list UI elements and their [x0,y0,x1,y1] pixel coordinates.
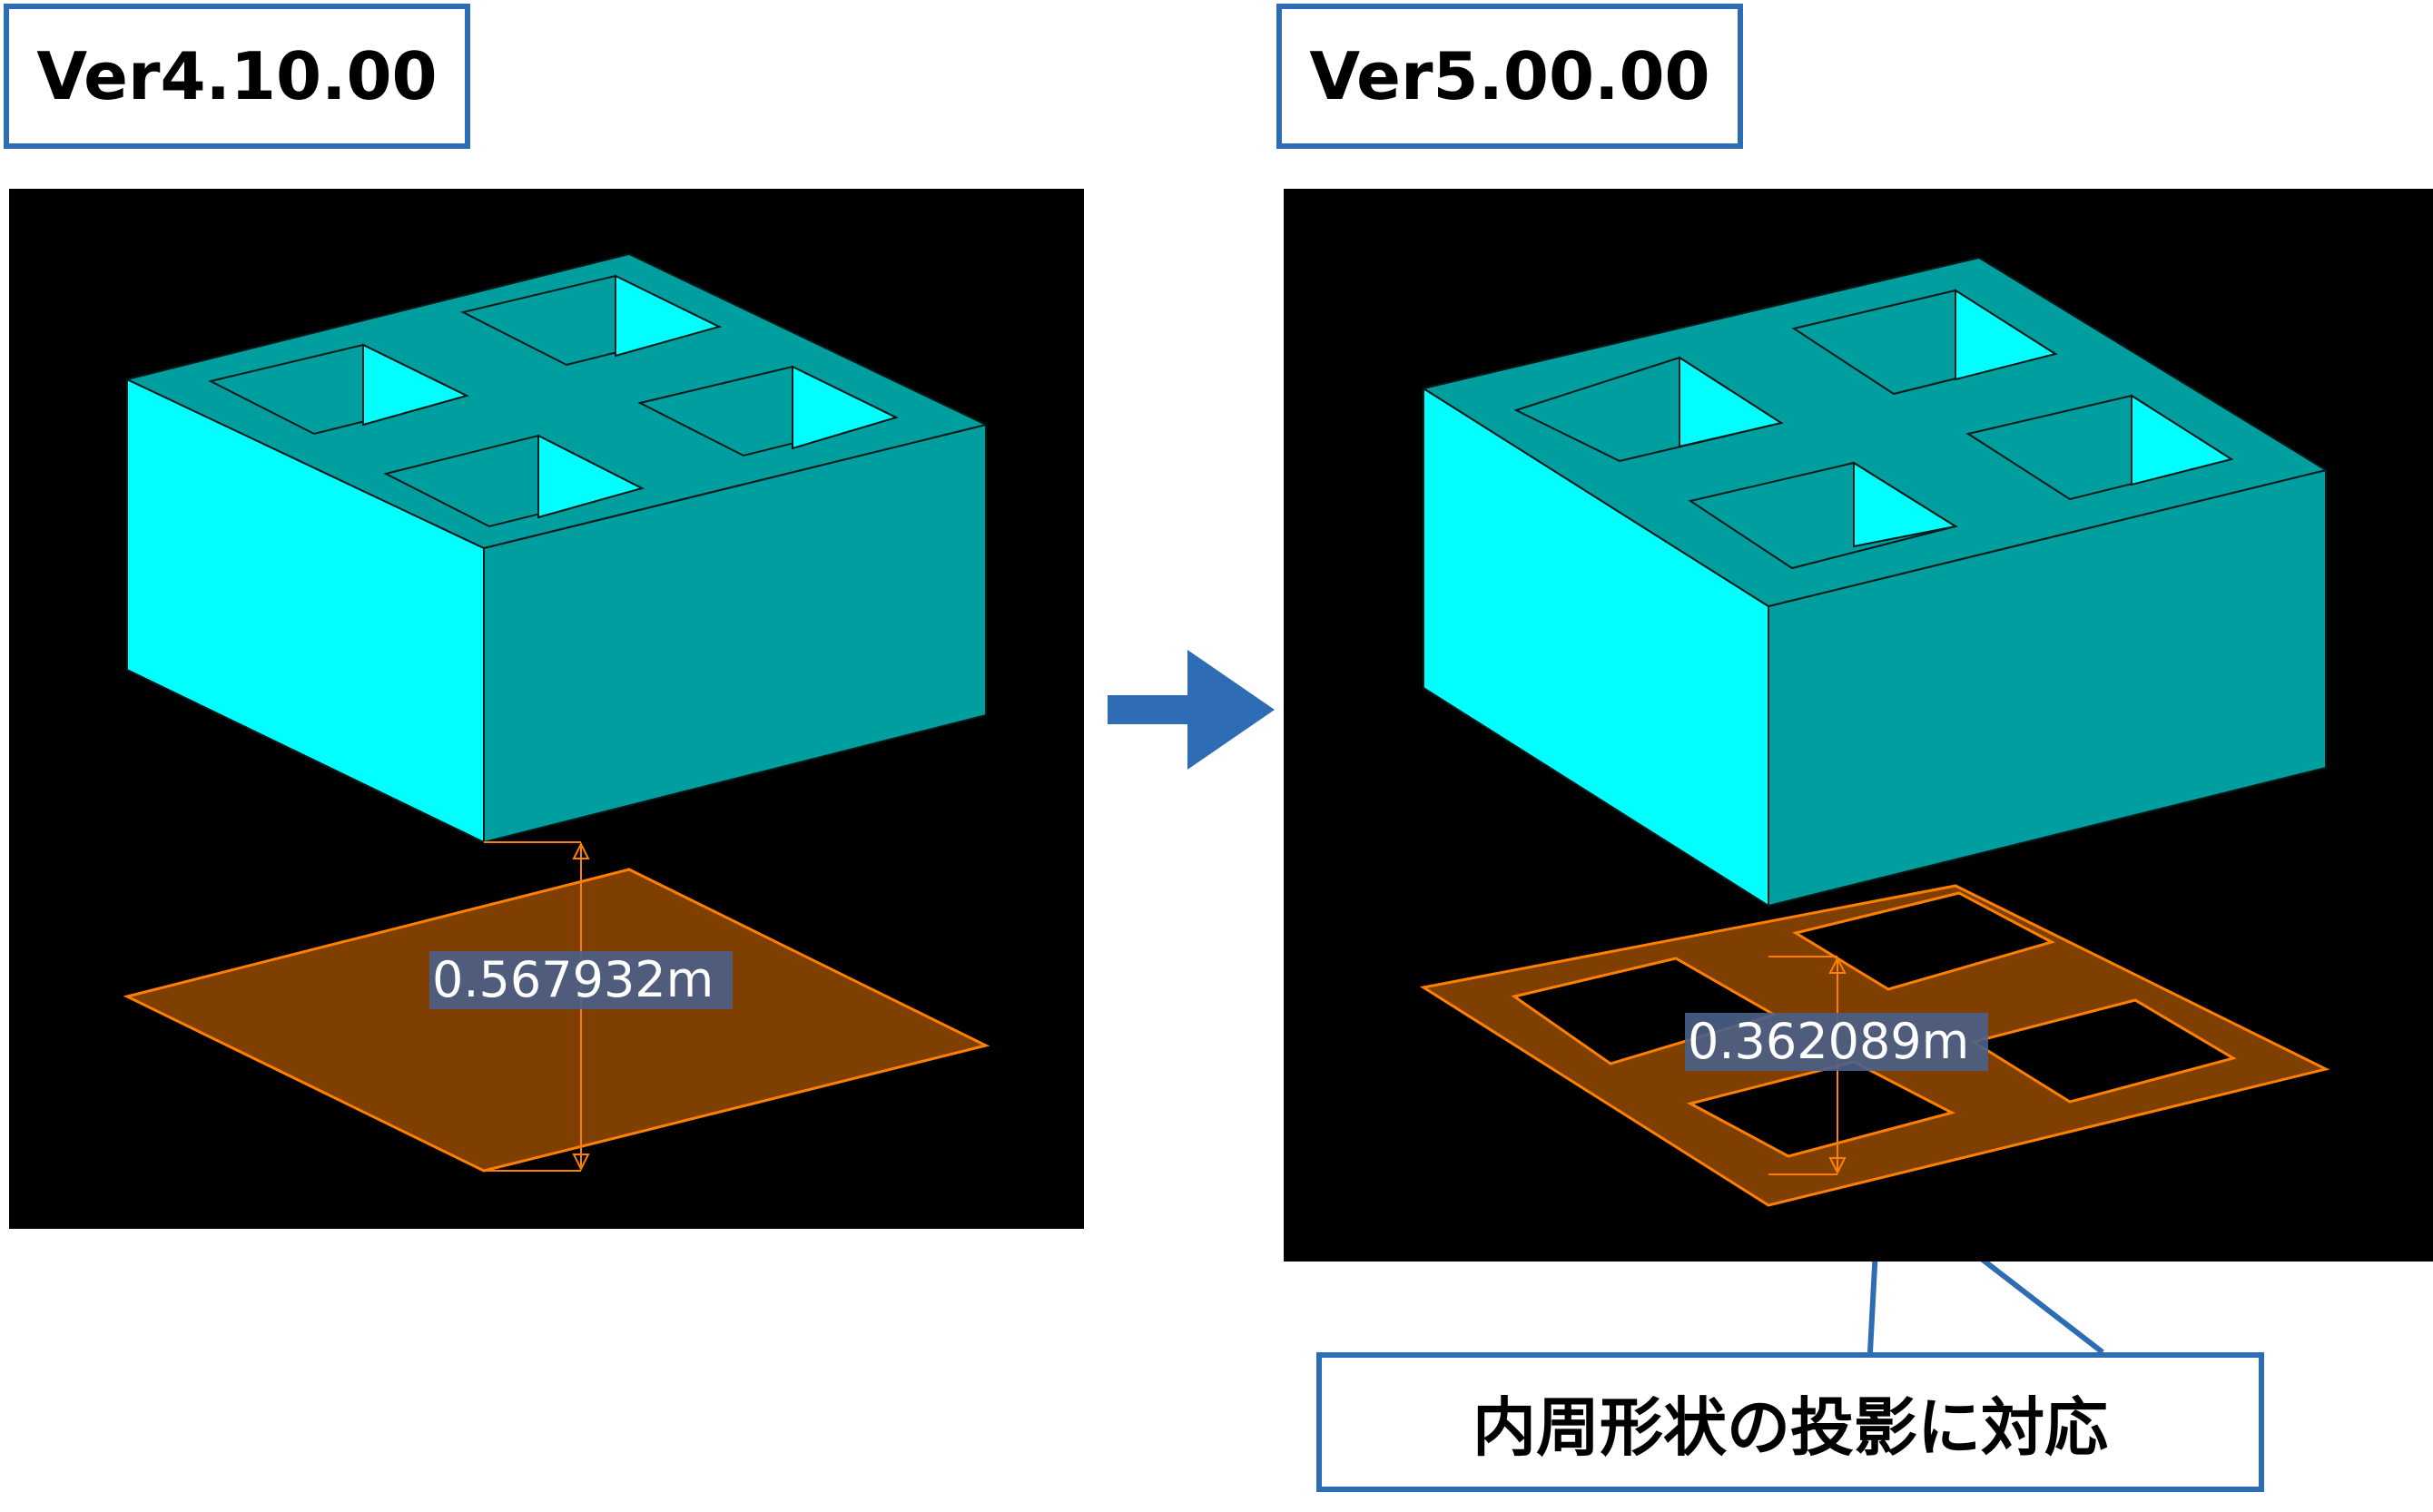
new-holes [1513,289,2234,570]
new-scene: 0.362089m [1419,256,2330,1207]
old-block-top-face [124,252,989,550]
old-version-label: Ver4.10.00 [4,4,470,149]
old-distance-label: 0.567932m [432,951,714,1008]
new-3d-viewport: 0.362089m [1284,189,2433,1262]
new-version-label: Ver5.00.00 [1276,4,1743,149]
old-scene: 0.567932m [123,252,990,1173]
new-distance-label: 0.362089m [1688,1013,1969,1070]
old-projection-plate [123,868,990,1173]
transition-arrow-icon [1108,650,1275,770]
old-holes [208,274,899,528]
new-distance-label-bg [1685,1013,1988,1071]
old-distance-label-bg [429,951,733,1009]
old-3d-viewport: 0.567932m [9,189,1084,1229]
new-block-top-face [1421,256,2329,608]
callout-box: 内周形状の投影に対応 [1316,1352,2264,1492]
